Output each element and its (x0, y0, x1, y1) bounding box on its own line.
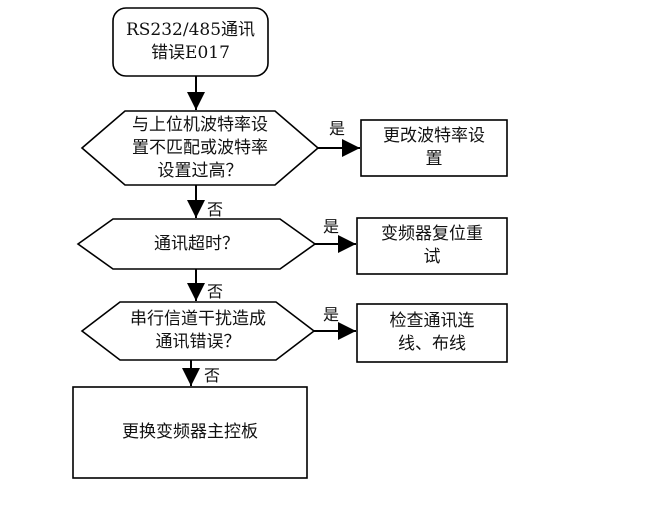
decision2-label: 通讯超时？ (154, 233, 239, 254)
yes-label-1: 是 (328, 119, 345, 138)
action3-shape (356, 303, 508, 363)
action1-shape (360, 119, 508, 177)
yes-label-2: 是 (322, 217, 339, 236)
no-label-3: 否 (203, 366, 220, 385)
decision1-label: 与上位机波特率设 置不匹配或波特率 设置过高？ (132, 114, 268, 181)
no-label-1: 否 (206, 200, 223, 219)
action2-shape (356, 217, 508, 275)
start-node-shape (112, 7, 269, 77)
decision3-label: 串行信道干扰造成 通讯错误？ (130, 309, 266, 352)
final-node-label: 更换变频器主控板 (122, 422, 258, 442)
action3-label: 检查通讯连 线、布线 (389, 311, 475, 354)
action2-label: 变频器复位重 试 (381, 224, 483, 267)
start-node-label: RS232/485通讯 错误E017 (125, 20, 256, 63)
final-node-shape (72, 386, 308, 479)
yes-label-3: 是 (322, 305, 339, 324)
action1-label: 更改波特率设 置 (383, 126, 485, 169)
no-label-2: 否 (206, 282, 223, 301)
